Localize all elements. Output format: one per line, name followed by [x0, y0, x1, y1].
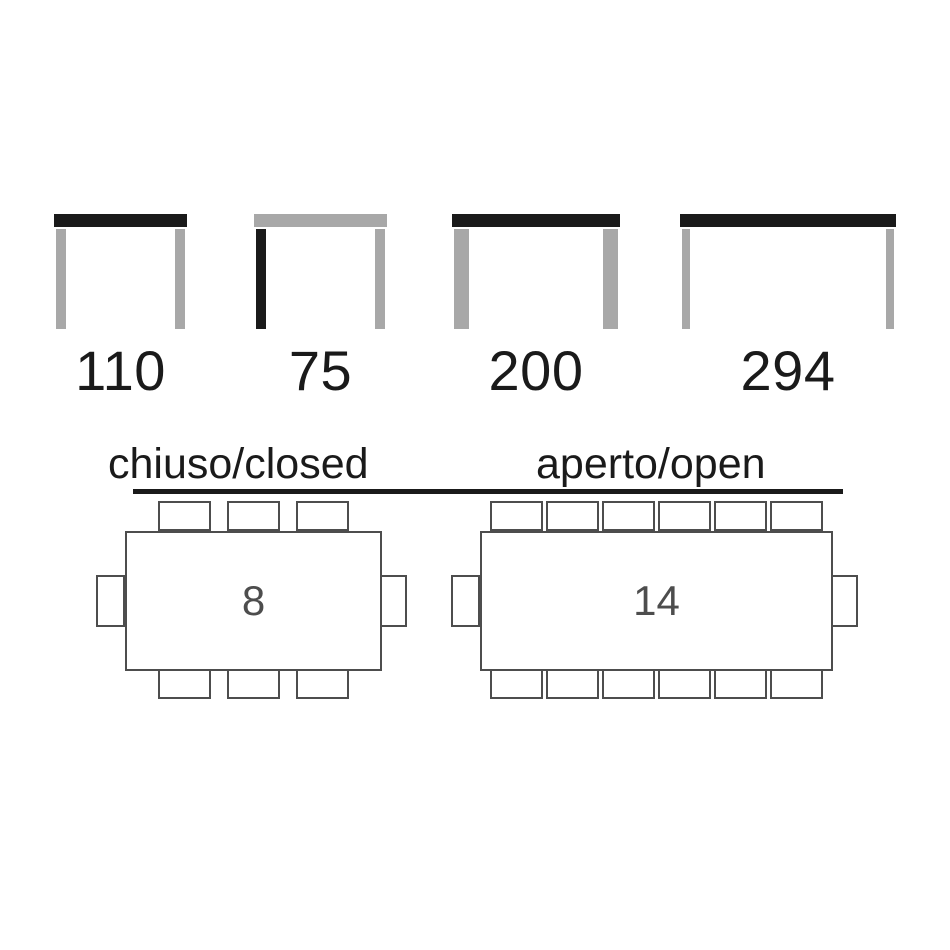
tabletop-bar: [452, 214, 620, 227]
seat-bottom: [658, 669, 711, 699]
seat-bottom: [546, 669, 599, 699]
seat-top: [296, 501, 349, 531]
tabletop-plan: [480, 531, 833, 671]
dimension-label-294: 294: [740, 339, 836, 402]
seat-bottom: [227, 669, 280, 699]
seat-top: [158, 501, 211, 531]
seat-bottom: [490, 669, 543, 699]
table-leg-left: [682, 229, 690, 329]
table-leg-left: [56, 229, 66, 329]
caption-chiuso-closed: chiuso/closed: [108, 440, 369, 488]
plan-closed: 8: [96, 501, 411, 701]
seat-left: [96, 575, 125, 627]
seat-bottom: [158, 669, 211, 699]
seat-top: [546, 501, 599, 531]
seat-top: [227, 501, 280, 531]
elevation-200: [452, 214, 620, 329]
tabletop-plan: [125, 531, 382, 671]
seat-top: [714, 501, 767, 531]
caption-aperto-open: aperto/open: [536, 440, 766, 488]
elevation-294: [680, 214, 896, 329]
seat-bottom: [770, 669, 823, 699]
seat-right: [378, 575, 407, 627]
tabletop-bar: [680, 214, 896, 227]
table-leg-right: [603, 229, 618, 329]
table-leg-left: [454, 229, 469, 329]
seat-bottom: [602, 669, 655, 699]
dimension-label-75: 75: [288, 339, 353, 402]
seat-left: [451, 575, 480, 627]
tabletop-bar: [254, 214, 387, 227]
seat-top: [658, 501, 711, 531]
table-leg-right: [375, 229, 385, 329]
caption-underline: [133, 489, 843, 494]
table-leg-right: [886, 229, 894, 329]
seat-bottom: [296, 669, 349, 699]
seat-top: [602, 501, 655, 531]
table-leg-left: [256, 229, 266, 329]
elevation-110: [54, 214, 187, 329]
elevation-75: [254, 214, 387, 329]
tabletop-bar: [54, 214, 187, 227]
table-leg-right: [175, 229, 185, 329]
seat-top: [770, 501, 823, 531]
dimension-label-110: 110: [75, 339, 166, 402]
seat-bottom: [714, 669, 767, 699]
plan-open: 14: [451, 501, 862, 701]
seat-right: [829, 575, 858, 627]
dimension-label-200: 200: [488, 339, 584, 402]
seat-count-8: 8: [241, 577, 266, 624]
seat-top: [490, 501, 543, 531]
seat-count-14: 14: [633, 577, 680, 624]
